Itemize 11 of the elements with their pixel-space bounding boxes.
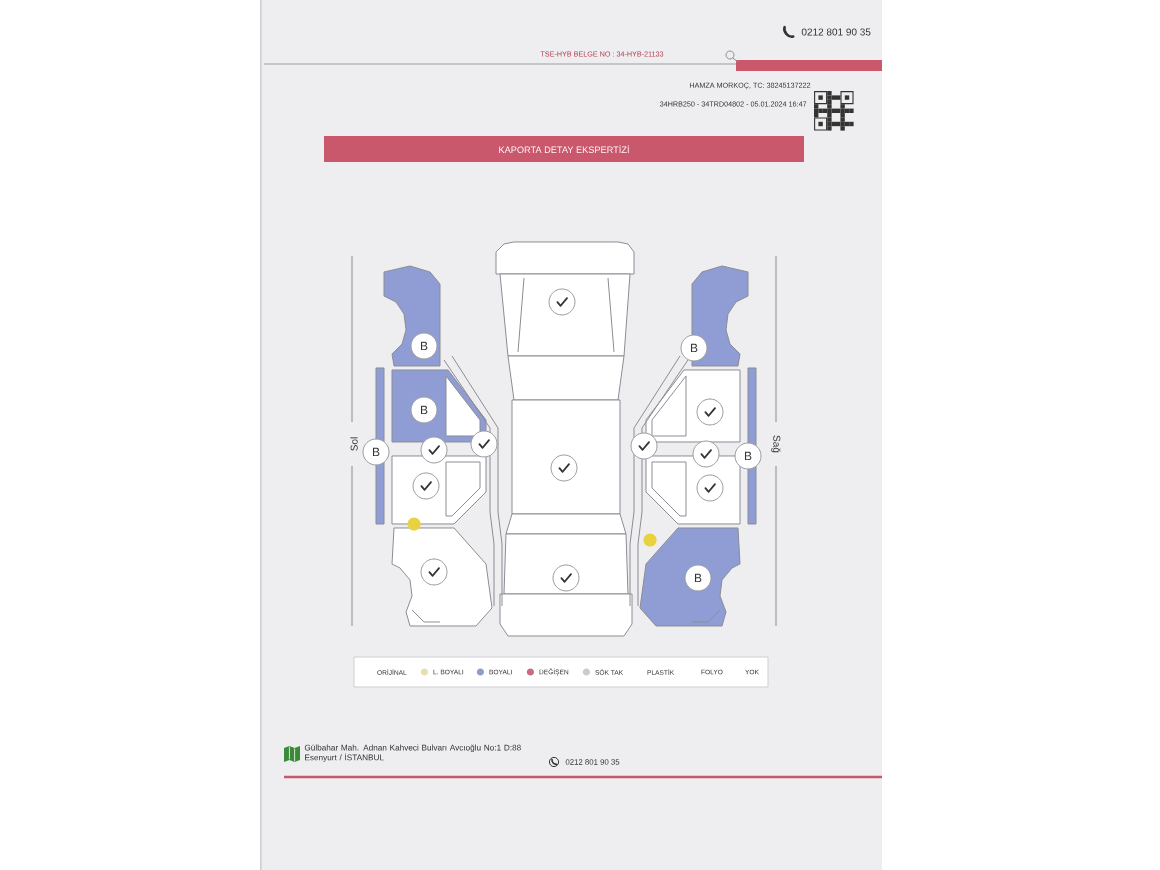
- check-marker: [692, 440, 720, 468]
- check-marker: [550, 454, 578, 482]
- check-marker: [552, 564, 580, 592]
- check-marker: [470, 430, 498, 458]
- check-marker: [412, 472, 440, 500]
- check-marker: [630, 432, 658, 460]
- check-marker: [420, 558, 448, 586]
- check-marker: [696, 474, 724, 502]
- check-marker: [548, 288, 576, 316]
- check-marker: [696, 398, 724, 426]
- check-marker: [420, 436, 448, 464]
